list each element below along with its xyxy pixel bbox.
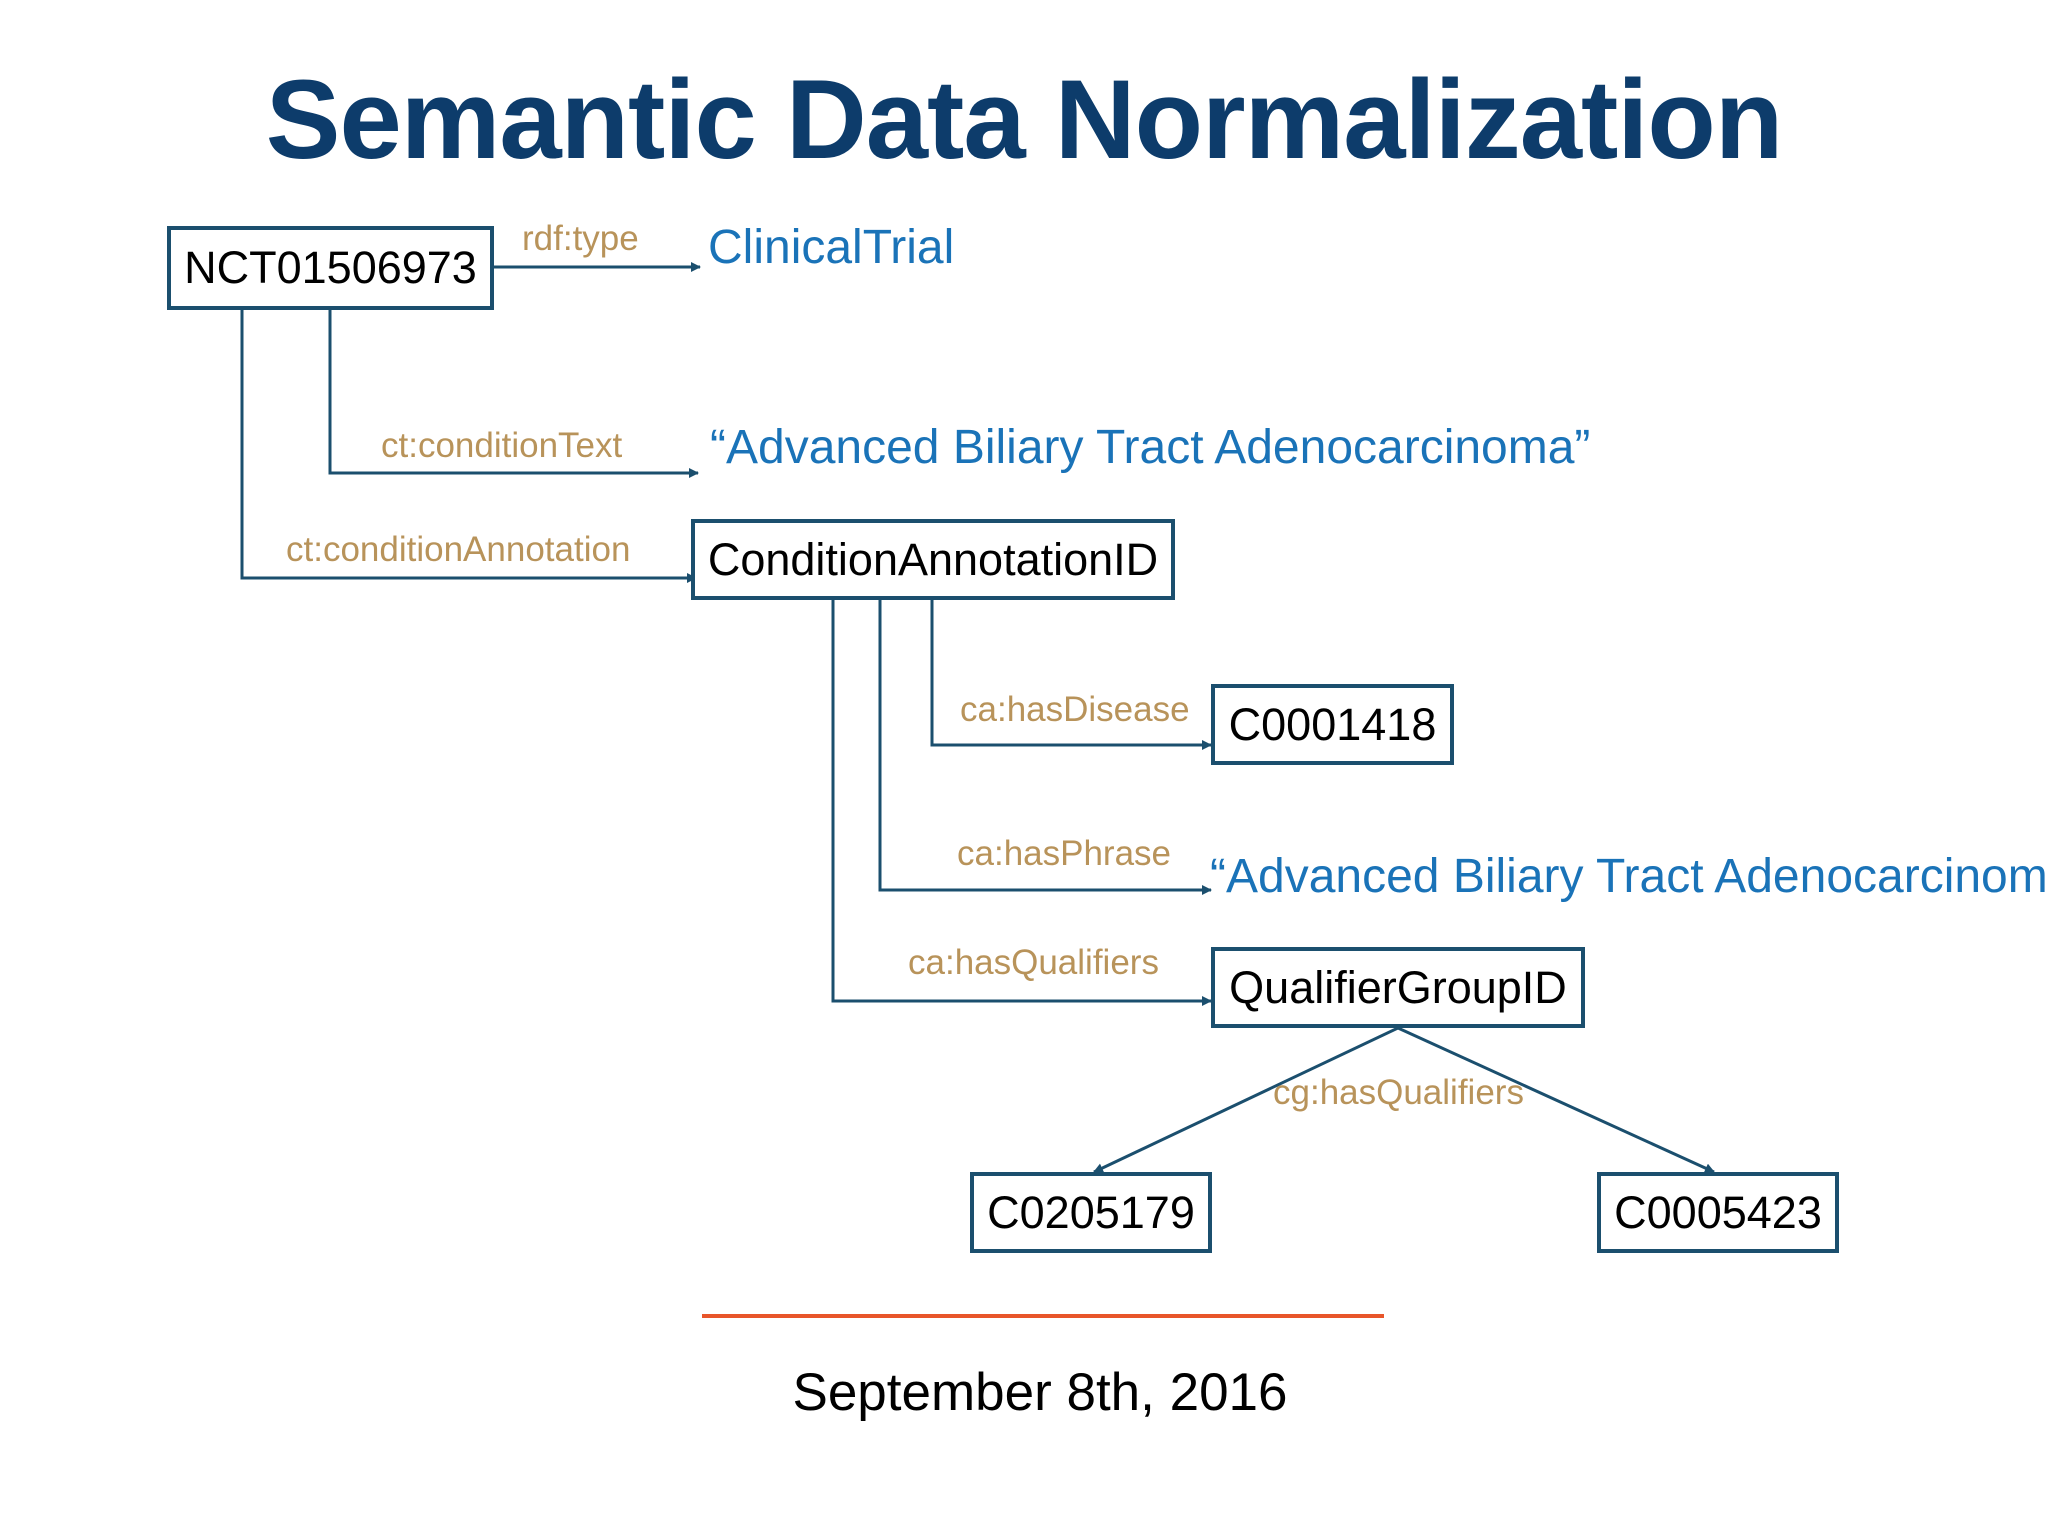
edge-label-rdf-type: rdf:type bbox=[522, 219, 639, 258]
edge-qualifier-left-line bbox=[1093, 1026, 1399, 1174]
node-disease-code: C0001418 bbox=[1211, 684, 1454, 765]
literal-phrase: “Advanced Biliary Tract Adenocarcinoma” bbox=[1210, 850, 2048, 903]
edge-label-condition-annotation: ct:conditionAnnotation bbox=[286, 530, 631, 569]
edge-label-has-phrase: ca:hasPhrase bbox=[957, 834, 1172, 873]
node-trial-id: NCT01506973 bbox=[167, 226, 494, 310]
edge-label-condition-text: ct:conditionText bbox=[381, 426, 623, 465]
literal-condition-text: “Advanced Biliary Tract Adenocarcinoma” bbox=[710, 421, 1591, 474]
edge-qualifier-right-line bbox=[1397, 1026, 1715, 1174]
node-condition-annotation-id: ConditionAnnotationID bbox=[691, 519, 1175, 600]
node-qualifier-code-1: C0205179 bbox=[970, 1172, 1212, 1253]
edge-has-qualifiers-line bbox=[831, 586, 1212, 1006]
node-qualifier-group-id: QualifierGroupID bbox=[1211, 947, 1585, 1028]
footer-rule bbox=[702, 1314, 1384, 1318]
slide-title: Semantic Data Normalization bbox=[265, 57, 1784, 182]
node-qualifier-code-2: C0005423 bbox=[1597, 1172, 1839, 1253]
edge-has-phrase-line bbox=[878, 598, 1212, 895]
literal-clinical-trial-class: ClinicalTrial bbox=[708, 221, 955, 274]
edge-label-cg-has-qualifiers: cg:hasQualifiers bbox=[1273, 1073, 1524, 1112]
edge-label-has-qualifiers: ca:hasQualifiers bbox=[908, 943, 1159, 982]
edge-condition-annotation-line bbox=[240, 308, 697, 583]
edge-label-has-disease: ca:hasDisease bbox=[960, 690, 1190, 729]
slide-date: September 8th, 2016 bbox=[792, 1363, 1288, 1422]
edge-has-disease-line bbox=[930, 598, 1212, 750]
edge-condition-text-line bbox=[328, 308, 699, 478]
